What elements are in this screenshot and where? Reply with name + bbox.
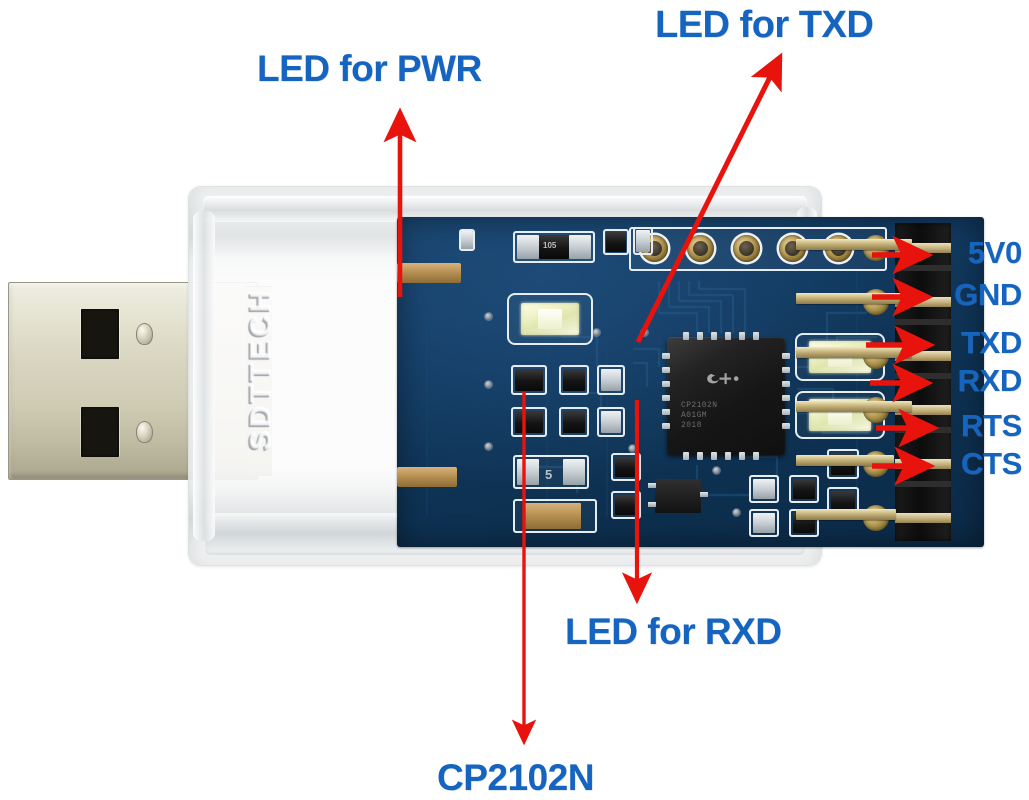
via-1 [713,467,720,474]
gold-pad-2 [687,235,714,262]
smd-bc-2 [753,513,775,533]
callout-label-led-rxd: LED for RXD [565,611,782,652]
header-notch-5 [895,481,951,487]
smd-cap5-left [517,459,539,485]
pin-label-rxd: RXD [957,363,1022,398]
sot23-transistor [648,479,708,513]
header-pin-cts[interactable] [796,509,896,520]
usb-dimple-lower [136,421,153,443]
header-notch-3 [895,373,951,379]
via-5 [629,445,636,452]
smd-ll-2 [615,495,637,515]
via-6 [485,313,492,320]
smd-tl-3 [636,230,650,252]
silk-label-105: 105 [543,241,557,250]
led-pwr [521,303,579,335]
smd-ml-2 [563,369,585,391]
usb-uart-adapter-device: 105 [0,180,984,570]
smd-res-pad-right [569,235,591,259]
header-notch-2 [895,319,951,325]
silk-label-5: 5 [545,467,553,482]
pin-label-cts: CTS [960,446,1022,481]
header-pin-gnd[interactable] [796,293,912,304]
pin-label-txd: TXD [960,325,1022,360]
smd-ml-3 [601,369,621,391]
header-pin-txd[interactable] [796,347,912,358]
callout-label-led-txd: LED for TXD [655,4,874,46]
via-2 [733,509,740,516]
usb-slot-upper [81,309,119,359]
cp2102n-chip: CP2102N A01GM 2018 [662,332,790,460]
smd-ml-4 [515,411,543,433]
printed-circuit-board: 105 [397,217,984,547]
silicon-labs-logo-icon [707,373,739,385]
callout-label-cp2102n: CP2102N [437,757,594,798]
usb-dimple-upper [136,323,153,345]
header-pin-stub-6 [895,513,951,523]
smd-cap5-right [563,459,585,485]
case-brand-text: SDTTECH [244,288,277,452]
header-notch-1 [895,265,951,271]
chip-marking-text: CP2102N A01GM 2018 [681,400,718,430]
via-7 [485,381,492,388]
smd-bc-1 [753,479,775,499]
via-4 [641,329,648,336]
header-pin-rts[interactable] [796,455,894,466]
smd-ml-1 [515,369,543,391]
smd-br-2 [831,491,855,513]
smd-ll-1 [615,457,637,477]
pin-label-rts: RTS [960,408,1022,443]
usb-slot-lower [81,407,119,457]
pin-label-5v0: 5V0 [967,235,1023,270]
smd-ml-5 [563,411,585,433]
header-pin-rxd[interactable] [796,401,912,412]
smd-tl-2 [606,232,626,252]
usb-shield-pad-bottom [397,467,457,487]
smd-tl-1 [461,231,473,249]
header-notch-4 [895,427,951,433]
gold-pad-3 [733,235,760,262]
callout-label-led-pwr: LED for PWR [257,48,482,89]
smd-ml-6 [601,411,621,433]
header-pin-5v0[interactable] [796,239,912,250]
via-8 [485,443,492,450]
case-left-edge [193,211,215,541]
via-3 [593,329,600,336]
clear-plastic-case: 105 [188,186,984,566]
smd-res-pad-left [517,235,539,259]
header-pin-stub-5 [895,459,951,469]
smd-tantalum-cap [525,503,581,529]
pin-label-gnd: GND [954,277,1022,312]
smd-resistor-105 [539,235,569,259]
usb-shield-pad-top [397,263,461,283]
smd-bc-3 [793,479,815,499]
